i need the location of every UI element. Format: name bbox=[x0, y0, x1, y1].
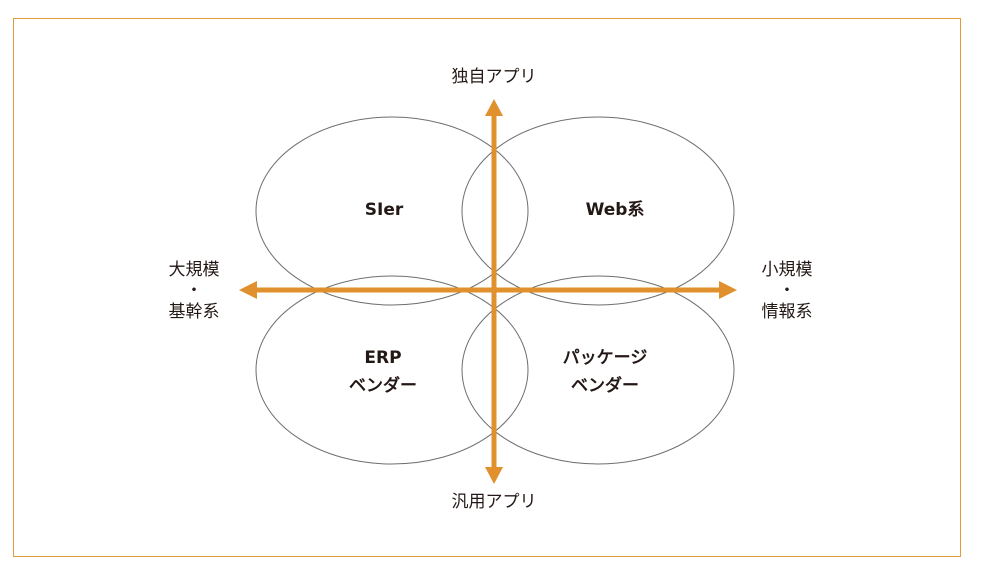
quadrant-label-line: パッケージ bbox=[562, 348, 648, 368]
axis-label-right: 小規模 ・ 情報系 bbox=[747, 260, 827, 323]
arrow-left-icon bbox=[239, 281, 257, 299]
quadrant-label-web: Web系 bbox=[555, 200, 675, 221]
axis-label-top: 独自アプリ bbox=[451, 67, 537, 87]
quadrant-label-package: パッケージ ベンダー bbox=[545, 344, 665, 400]
axis-label-left-line: ・ bbox=[185, 281, 203, 301]
axis-label-left: 大規模 ・ 基幹系 bbox=[154, 260, 234, 323]
axis-label-right-line: 小規模 bbox=[761, 260, 813, 280]
ellipse-erp bbox=[255, 275, 529, 465]
arrow-right-icon bbox=[719, 281, 737, 299]
quadrant-label-line: SIer bbox=[364, 200, 404, 220]
quadrant-label-sier: SIer bbox=[324, 200, 444, 221]
quadrant-label-line: ベンダー bbox=[571, 376, 639, 396]
ellipse-sier bbox=[255, 116, 529, 306]
arrow-down-icon bbox=[485, 467, 503, 484]
quadrant-label-line: ベンダー bbox=[349, 376, 417, 396]
diagram-frame bbox=[13, 18, 961, 557]
axis-label-left-line: 大規模 bbox=[168, 260, 220, 280]
arrow-up-icon bbox=[485, 99, 503, 116]
axis-label-right-line: ・ bbox=[778, 281, 796, 301]
axis-label-left-line: 基幹系 bbox=[168, 302, 220, 322]
quadrant-label-line: ERP bbox=[364, 348, 402, 368]
ellipse-package bbox=[461, 275, 735, 465]
axis-label-bottom: 汎用アプリ bbox=[451, 492, 537, 512]
quadrant-label-line: Web系 bbox=[585, 200, 645, 220]
quadrant-label-erp: ERP ベンダー bbox=[323, 344, 443, 400]
axis-label-right-line: 情報系 bbox=[761, 302, 813, 322]
ellipse-web bbox=[461, 116, 735, 306]
